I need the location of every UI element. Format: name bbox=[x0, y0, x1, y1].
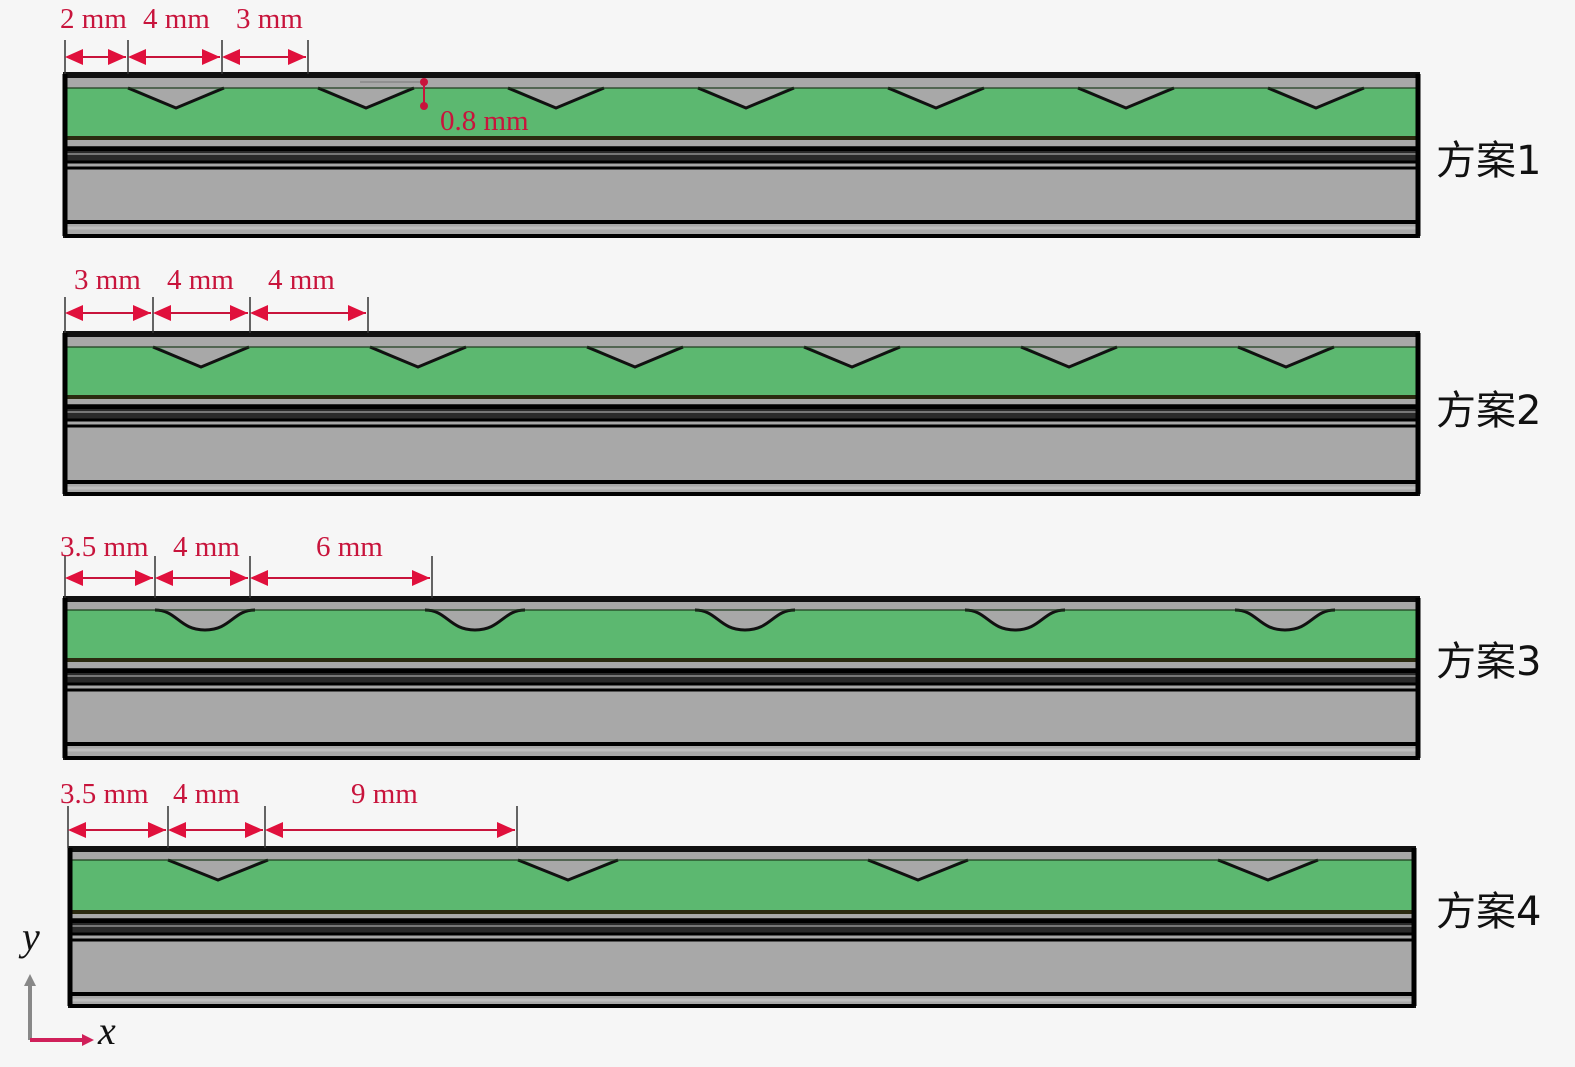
groove-fill bbox=[698, 88, 794, 108]
groove-outline bbox=[803, 345, 901, 369]
depth-arrow-bottom bbox=[420, 102, 428, 110]
groove-fill bbox=[518, 860, 618, 880]
groove-outline bbox=[317, 86, 415, 110]
scheme-2-dim-3: 4 mm bbox=[268, 264, 335, 296]
scheme-4-dim-3: 9 mm bbox=[351, 778, 418, 810]
groove-fill bbox=[128, 88, 224, 108]
groove-fill bbox=[1238, 347, 1334, 367]
groove-fill bbox=[153, 347, 249, 367]
groove-outline bbox=[1217, 858, 1319, 882]
scheme-2-dim-2: 4 mm bbox=[167, 264, 234, 296]
scheme-1-dim-3: 3 mm bbox=[236, 3, 303, 35]
groove-outline bbox=[517, 858, 619, 882]
groove-outline bbox=[1267, 86, 1365, 110]
scheme-4-panel bbox=[67, 806, 1417, 1008]
scheme-1-dim-2: 4 mm bbox=[143, 3, 210, 35]
depth-arrow-top bbox=[420, 78, 428, 86]
scheme-1-label: 方案1 bbox=[1436, 138, 1541, 184]
groove-fill bbox=[868, 860, 968, 880]
groove-fill bbox=[695, 610, 795, 630]
groove-outline bbox=[1020, 345, 1118, 369]
x-axis-arrowhead bbox=[82, 1034, 94, 1046]
groove-fill bbox=[804, 347, 900, 367]
groove-outline bbox=[586, 345, 684, 369]
groove-outline bbox=[887, 86, 985, 110]
axis-triad: y x bbox=[18, 914, 116, 1053]
green-layer bbox=[67, 347, 1416, 397]
groove-outline bbox=[867, 858, 969, 882]
scheme-3-dim-2: 4 mm bbox=[173, 531, 240, 563]
groove-fill bbox=[587, 347, 683, 367]
groove-outline bbox=[964, 608, 1066, 632]
gray-layer bbox=[72, 940, 1412, 994]
gray-layer bbox=[67, 168, 1416, 222]
gray-layer bbox=[67, 426, 1416, 482]
groove-outline bbox=[1077, 86, 1175, 110]
scheme-2-label: 方案2 bbox=[1436, 388, 1541, 434]
scheme-3-panel bbox=[62, 556, 1421, 760]
groove-fill bbox=[965, 610, 1065, 630]
groove-fill bbox=[1218, 860, 1318, 880]
groove-fill bbox=[425, 610, 525, 630]
groove-outline bbox=[167, 858, 269, 882]
x-axis-label: x bbox=[97, 1008, 116, 1053]
scheme-1-depth-label: 0.8 mm bbox=[440, 105, 529, 137]
groove-fill bbox=[168, 860, 268, 880]
scheme-3-dim-3: 6 mm bbox=[316, 531, 383, 563]
scheme-4-dim-2: 4 mm bbox=[173, 778, 240, 810]
groove-fill bbox=[318, 88, 414, 108]
groove-outline bbox=[507, 86, 605, 110]
scheme-4-label: 方案4 bbox=[1436, 889, 1541, 935]
scheme-2-dim-1: 3 mm bbox=[74, 264, 141, 296]
groove-fill bbox=[370, 347, 466, 367]
groove-fill bbox=[1235, 610, 1335, 630]
groove-outline bbox=[369, 345, 467, 369]
groove-fill bbox=[1268, 88, 1364, 108]
green-layer bbox=[72, 860, 1412, 912]
groove-outline bbox=[424, 608, 526, 632]
groove-fill bbox=[155, 610, 255, 630]
groove-fill bbox=[1021, 347, 1117, 367]
groove-outline bbox=[1234, 608, 1336, 632]
groove-fill bbox=[888, 88, 984, 108]
groove-outline bbox=[154, 608, 256, 632]
groove-outline bbox=[694, 608, 796, 632]
scheme-1-dim-1: 2 mm bbox=[60, 3, 127, 35]
scheme-2-panel bbox=[62, 297, 1421, 496]
groove-outline bbox=[152, 345, 250, 369]
scheme-1-panel bbox=[62, 40, 1421, 238]
gray-layer bbox=[67, 690, 1416, 744]
groove-outline bbox=[697, 86, 795, 110]
scheme-4-dim-1: 3.5 mm bbox=[60, 778, 149, 810]
scheme-3-label: 方案3 bbox=[1436, 639, 1541, 685]
y-axis-arrowhead bbox=[24, 974, 36, 986]
scheme-3-dim-1: 3.5 mm bbox=[60, 531, 149, 563]
groove-outline bbox=[127, 86, 225, 110]
groove-outline bbox=[1237, 345, 1335, 369]
y-axis-label: y bbox=[18, 914, 40, 959]
groove-fill bbox=[1078, 88, 1174, 108]
groove-fill bbox=[508, 88, 604, 108]
